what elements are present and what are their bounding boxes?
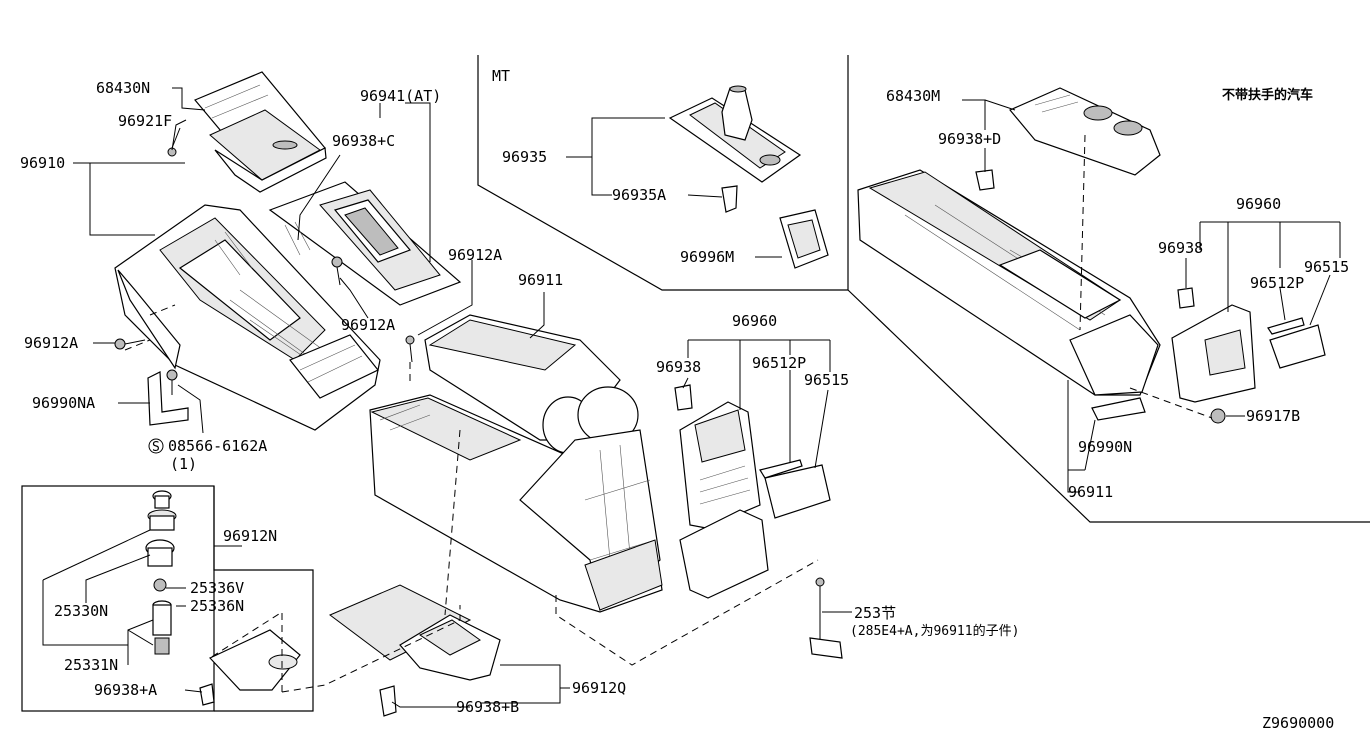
lighter-assembly [145, 490, 301, 706]
label-96938D: 96938+D [938, 130, 1001, 148]
bezel-96941 [268, 181, 462, 306]
mt-boot-96935 [668, 85, 802, 183]
clip-96938D [975, 169, 995, 191]
label-25331N: 25331N [64, 656, 118, 674]
bracket-96990N [1091, 397, 1146, 421]
label-08566: 08566-6162A [168, 437, 267, 455]
section-frames [21, 55, 1370, 712]
panel-96960-right [1171, 304, 1256, 403]
clip-96938-right [1177, 287, 1195, 309]
clip-96512P-mid [759, 459, 803, 479]
clip-96938-mid [674, 384, 693, 411]
label-96512P-mid: 96512P [752, 354, 806, 372]
svg-text:S: S [152, 440, 160, 455]
label-96960-right: 96960 [1236, 195, 1281, 213]
dashed-lines [124, 134, 1213, 693]
label-08566-qty: (1) [170, 455, 197, 473]
label-96912A-mid: 96912A [341, 316, 395, 334]
console-armrest-96911 [369, 314, 663, 613]
label-253-note: (285E4+A,为96911的子件) [850, 623, 1019, 639]
label-96912A-top: 96912A [448, 246, 502, 264]
label-96912Q: 96912Q [572, 679, 626, 697]
grommet-96917B [1210, 408, 1226, 424]
label-96960-mid: 96960 [732, 312, 777, 330]
label-96938C: 96938+C [332, 132, 395, 150]
label-96912N: 96912N [223, 527, 277, 545]
label-96917B: 96917B [1246, 407, 1300, 425]
label-96912A-left: 96912A [24, 334, 78, 352]
lid-68430M [1009, 87, 1161, 176]
labels: 68430N 96921F 96910 96941(AT) 96938+C 96… [20, 67, 1349, 732]
label-96515-mid: 96515 [804, 371, 849, 389]
clip-96935A [721, 185, 738, 213]
label-96938-mid: 96938 [656, 358, 701, 376]
label-96935A: 96935A [612, 186, 666, 204]
label-96512P-right: 96512P [1250, 274, 1304, 292]
label-96921F: 96921F [118, 112, 172, 130]
label-96515-right: 96515 [1304, 258, 1349, 276]
label-96938A: 96938+A [94, 681, 157, 699]
label-96938-right: 96938 [1158, 239, 1203, 257]
label-68430N: 68430N [96, 79, 150, 97]
label-25336V: 25336V [190, 579, 244, 597]
label-96935: 96935 [502, 148, 547, 166]
label-25336N: 25336N [190, 597, 244, 615]
clip-96512P-right [1267, 317, 1305, 335]
label-68430M: 68430M [886, 87, 940, 105]
label-25330N: 25330N [54, 602, 108, 620]
console-96911-no-armrest [857, 169, 1161, 396]
diagram-code: Z9690000 [1262, 714, 1334, 732]
bracket-96996M [779, 209, 829, 269]
label-96941AT: 96941(AT) [360, 87, 441, 105]
bracket-253 [809, 577, 843, 659]
label-no-armrest: 不带扶手的汽车 [1222, 87, 1313, 103]
label-96990NA: 96990NA [32, 394, 95, 412]
label-96911-right: 96911 [1068, 483, 1113, 501]
label-96911: 96911 [518, 271, 563, 289]
label-96990N: 96990N [1078, 438, 1132, 456]
cup-holder-96960 [679, 401, 769, 599]
lid-68430N [194, 71, 327, 193]
cover-96912Q [329, 584, 501, 717]
label-96910: 96910 [20, 154, 65, 172]
pocket-96515-right [1269, 324, 1326, 369]
label-253: 253节 [854, 604, 896, 622]
leader-lines [42, 87, 1341, 708]
bracket-96990NA [147, 371, 189, 426]
label-96996M: 96996M [680, 248, 734, 266]
label-96938B: 96938+B [456, 698, 519, 716]
console-body-96910 [114, 204, 381, 431]
pocket-96515-mid [764, 464, 831, 519]
label-section-mt: MT [492, 67, 510, 85]
